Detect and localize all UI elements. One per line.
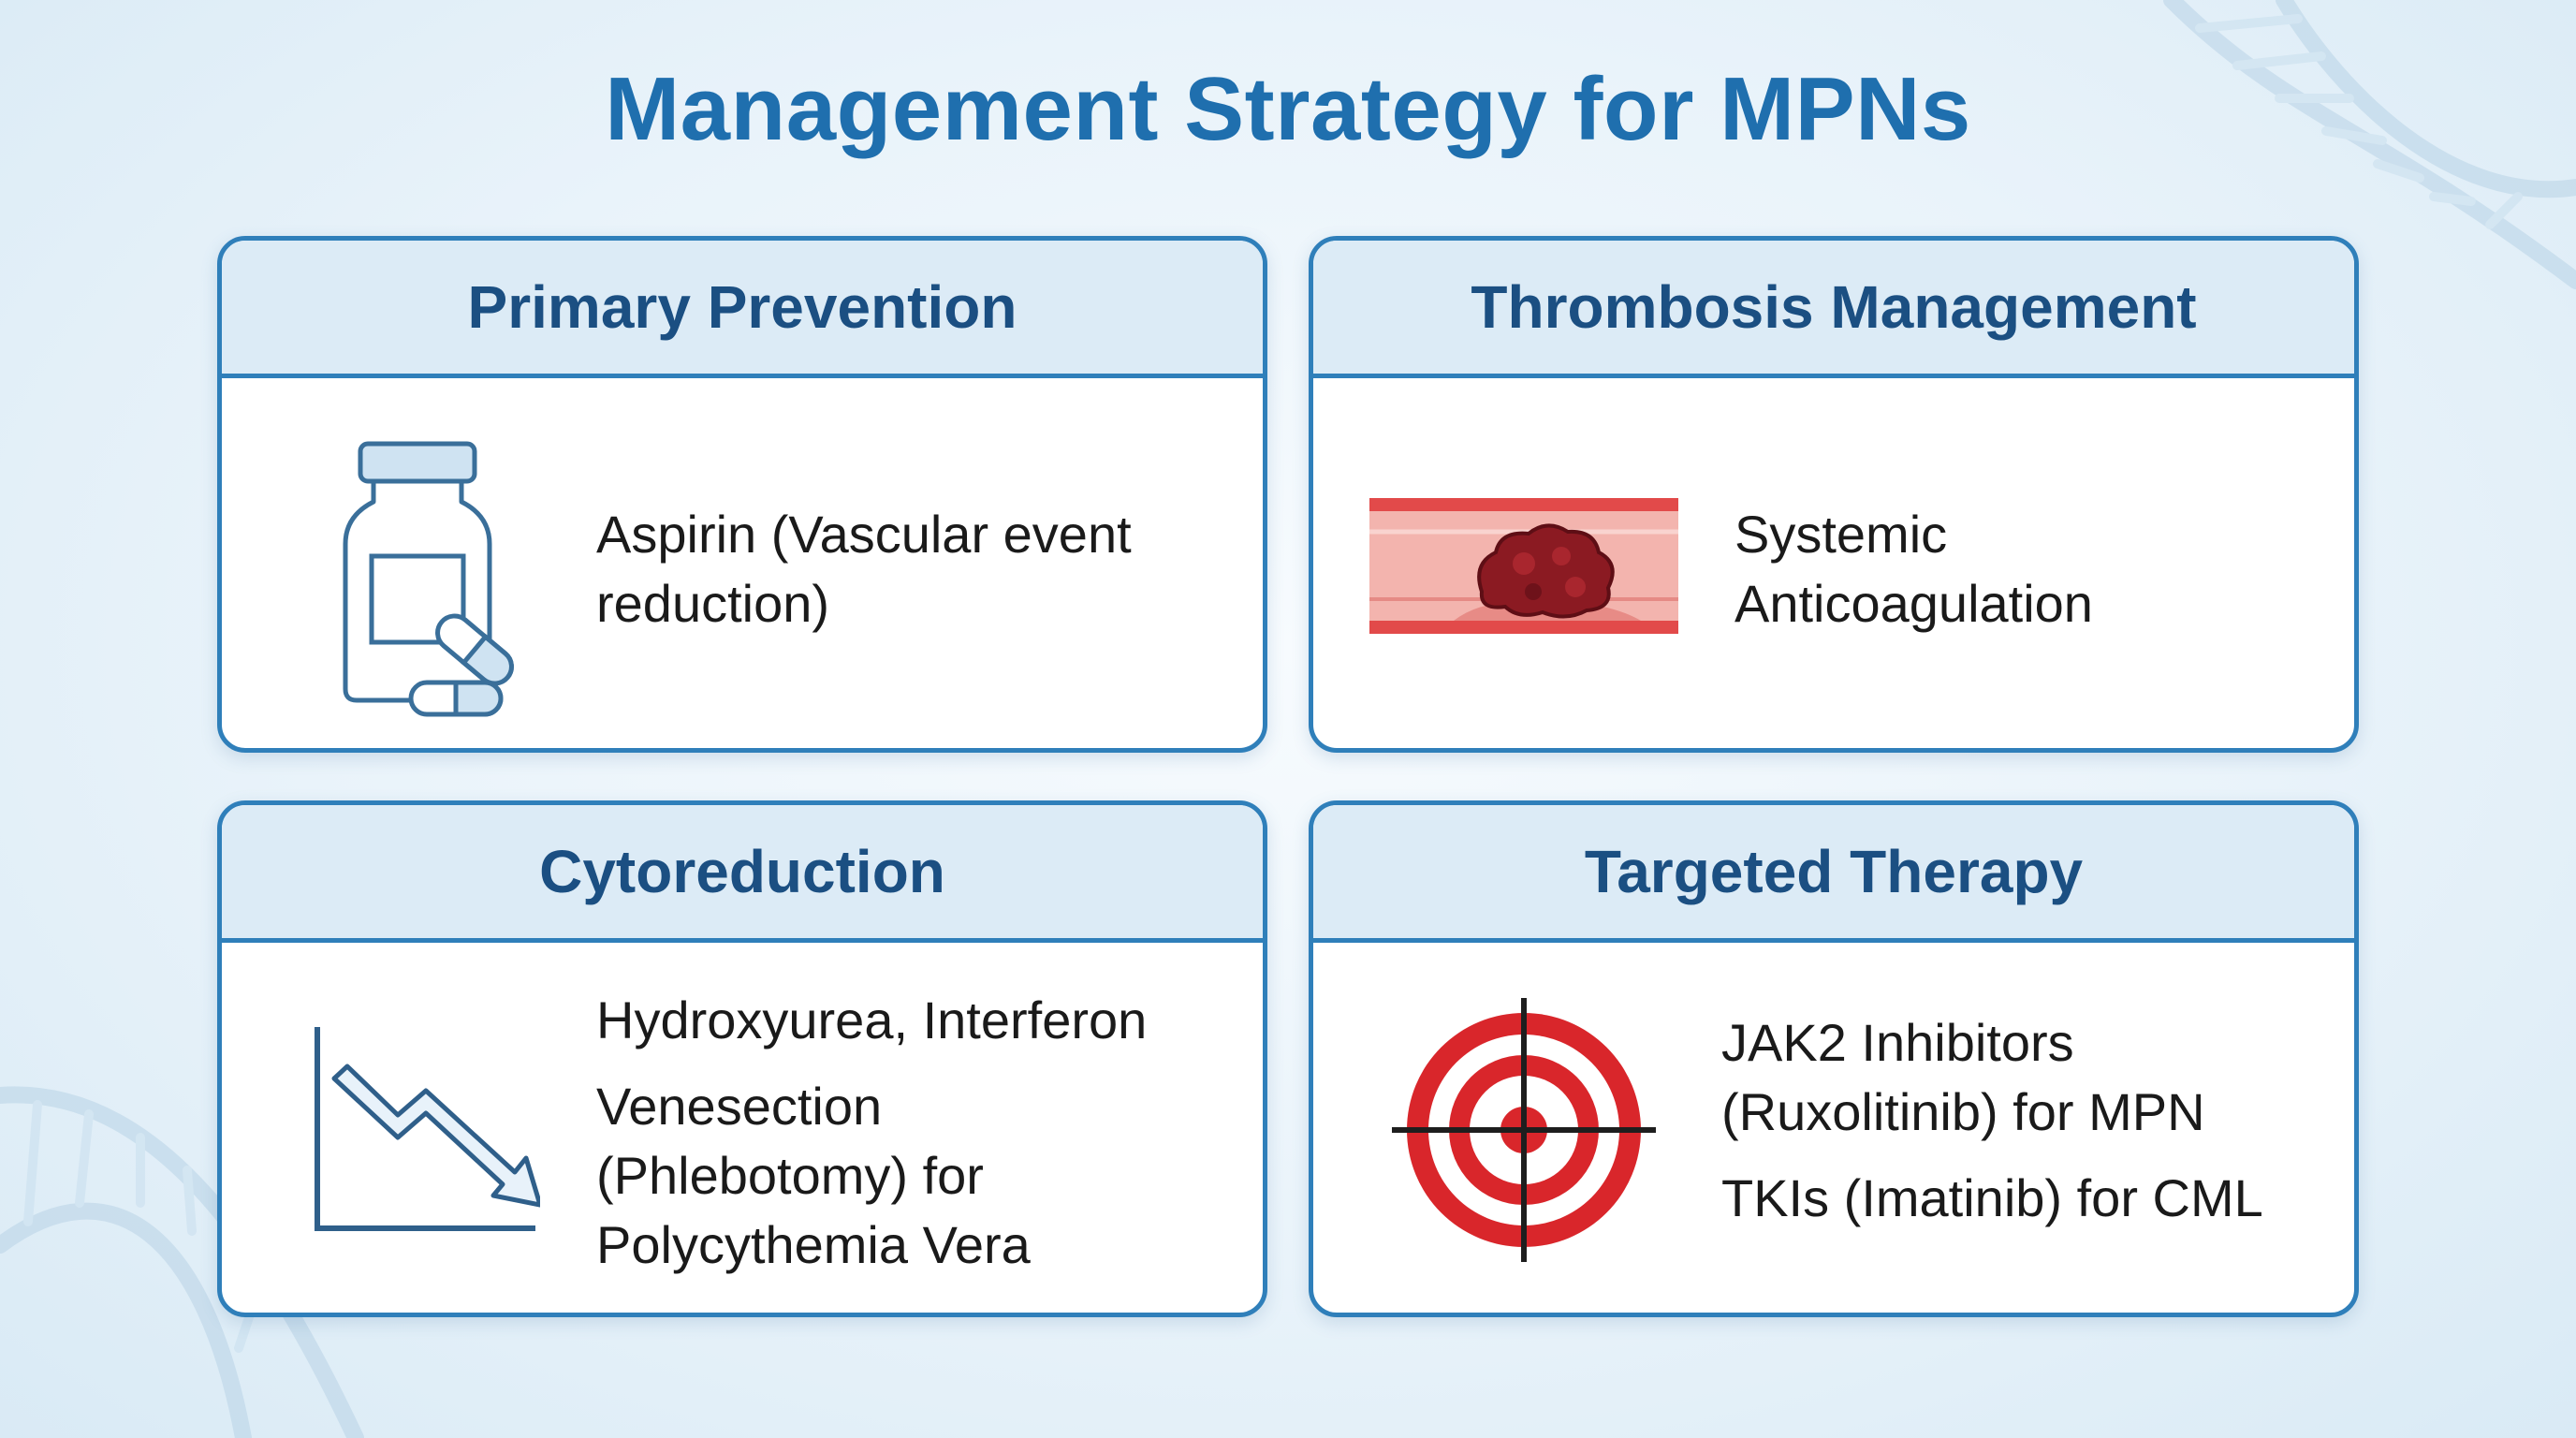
card-text-line: JAK2 Inhibitors [1721, 1013, 2074, 1072]
card-text-line: reduction) [596, 574, 830, 633]
card-heading: Cytoreduction [222, 805, 1263, 943]
card-body: Systemic Anticoagulation [1313, 378, 2354, 748]
card-heading: Thrombosis Management [1313, 241, 2354, 378]
dna-helix-icon [2163, 0, 2576, 289]
card-text-line: Venesection [596, 1077, 883, 1136]
card-text-line: TKIs (Imatinib) for CML [1721, 1168, 2263, 1227]
card-body: Hydroxyurea, Interferon Venesection (Phl… [222, 943, 1263, 1313]
card-text: Aspirin (Vascular event reduction) [596, 500, 1132, 638]
card-cytoreduction: Cytoreduction Hydroxyurea, Interferon Ve… [217, 800, 1267, 1317]
page-title: Management Strategy for MPNs [605, 59, 1971, 159]
card-text: JAK2 Inhibitors (Ruxolitinib) for MPN TK… [1721, 1008, 2263, 1233]
blood-clot-vessel-icon [1369, 498, 1678, 634]
card-text-line: (Ruxolitinib) for MPN [1721, 1082, 2205, 1141]
card-heading: Primary Prevention [222, 241, 1263, 378]
card-text-line: Polycythemia Vera [596, 1215, 1031, 1274]
card-text-line: Anticoagulation [1734, 574, 2093, 633]
card-text-line: Aspirin (Vascular event [596, 505, 1132, 564]
card-text: Hydroxyurea, Interferon Venesection (Phl… [596, 986, 1147, 1280]
card-body: JAK2 Inhibitors (Ruxolitinib) for MPN TK… [1313, 943, 2354, 1313]
pill-bottle-icon [343, 441, 514, 717]
card-text-line: Systemic [1734, 505, 1948, 564]
target-icon [1392, 998, 1656, 1262]
card-body: Aspirin (Vascular event reduction) [222, 378, 1263, 748]
downward-trend-chart-icon [315, 1027, 540, 1231]
card-primary-prevention: Primary Prevention Aspirin (Vascular eve… [217, 236, 1267, 753]
card-heading: Targeted Therapy [1313, 805, 2354, 943]
card-thrombosis-management: Thrombosis Management Systemic Anticoagu… [1309, 236, 2359, 753]
card-text-line: Hydroxyurea, Interferon [596, 990, 1148, 1049]
card-text: Systemic Anticoagulation [1734, 500, 2093, 638]
card-text-line: (Phlebotomy) for [596, 1146, 984, 1205]
card-targeted-therapy: Targeted Therapy JAK2 Inhibitors (Ruxoli… [1309, 800, 2359, 1317]
